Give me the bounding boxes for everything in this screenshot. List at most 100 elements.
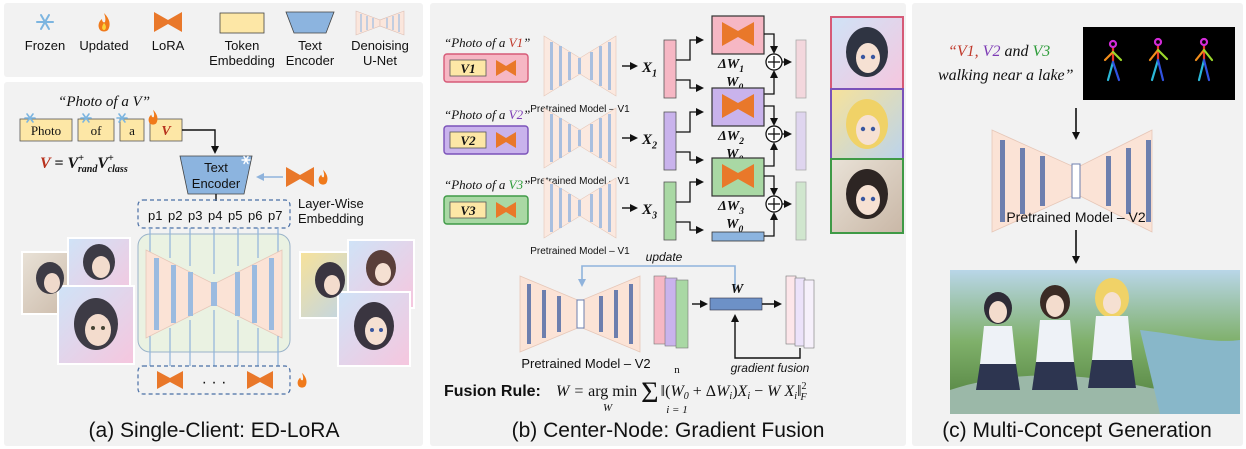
legend-lora-label: LoRA [152,38,185,53]
row-to-dw-arrow [676,36,704,61]
down-arrows [149,228,279,274]
w-matrix [709,297,763,311]
sum-upper-limit: n [674,364,680,376]
embedding-p2: p2 [168,208,182,223]
lora-icon [286,167,314,187]
token-v-label: V [161,124,172,139]
token-embedding-swatch [219,12,265,34]
gradient-fusion-label: gradient fusion [731,361,810,375]
row-dw-to-sum [764,105,778,126]
row-unet-layer [608,114,611,162]
row-unet-layer [608,184,611,232]
row-unet-layer [578,58,581,74]
row-unet-layer [599,188,602,228]
prompt-v3: V3 [1032,43,1050,60]
panel-c-model-label: Pretrained Model – V2 [1006,209,1146,225]
row-unet-layer [550,114,553,162]
row-unet-layer [559,46,562,86]
row-to-w0-arrow [676,221,704,234]
concept-token-label: V3 [460,203,476,218]
panel-b-fusion: update Pretrained Model – V2 W gradient … [444,250,824,442]
model-v2-label: Pretrained Model – V2 [521,356,650,371]
row-unet-layer [578,130,581,146]
lora-icon [154,12,182,32]
token-of [77,118,115,142]
out-stack-1 [785,275,797,345]
anime-face-icon [846,169,888,219]
lora-icon [496,60,516,76]
token-to-encoder-arrow [182,129,219,154]
row-to-dw-arrow [676,178,704,203]
prompt-and: and [1004,43,1029,60]
snowflake-icon [36,14,54,30]
legend-token-label-2: Embedding [209,53,275,68]
embedding-p4: p4 [208,208,222,223]
update-arrow [578,265,736,290]
v2-unet-layers [527,284,633,344]
panel-a-equation: V = V+randV+class [40,153,128,175]
row-x-matrix [663,111,677,171]
character-left [976,292,1020,390]
token-photo-label: Photo [31,123,61,138]
panel-b-caption: (b) Center-Node: Gradient Fusion [512,419,825,442]
lora-icon [157,371,183,389]
row-x-matrix [663,39,677,99]
x-stack-green [675,279,689,349]
text-encoder [179,155,253,195]
output-images-right [299,239,415,367]
unet-layers [154,258,274,330]
row-unet-layer [568,124,571,152]
prompt-v2: V2 [983,43,1001,60]
row-prompt: “Photo of a V3” [444,177,530,192]
row-delta-w-label: ΔW2 [717,129,744,147]
row-model-label: Pretrained Model – V1 [530,176,630,187]
embedding-p5: p5 [228,208,242,223]
up-arrows [149,310,279,366]
token-photo [19,118,73,142]
row-w0-to-sum [764,142,778,167]
panel-a-caption: (a) Single-Client: ED-LoRA [89,419,340,442]
row-unet-layer [568,194,571,222]
row-prompt: “Photo of a V2” [444,107,530,122]
lora-icon [247,371,273,389]
row-w0-to-sum [764,212,778,237]
legend: Frozen Updated LoRA Token Embedding Text… [25,10,409,68]
row-x-label: X1 [641,60,657,80]
x-stack-pink [653,275,667,345]
embedding-p1: p1 [148,208,162,223]
row-unet-layer [608,42,611,90]
row-to-dw-arrow [676,108,704,133]
layer-wise-label-2: Embedding [298,211,364,226]
concept-token-embedding [449,201,487,219]
row-x-label: X3 [641,202,657,222]
row-dw-to-sum [764,175,778,196]
row-to-w0-arrow [676,79,704,92]
sum-lower-limit: i = 1 [666,404,687,416]
row-unet-layer [590,52,593,80]
row-output-matrix [795,39,807,99]
legend-text-label-1: Text [298,38,322,53]
row-model-label: Pretrained Model – V1 [530,246,630,257]
argmin-subscript: W [603,402,613,414]
row-output-matrix [795,181,807,241]
snowflake-icon [241,155,251,165]
panel-c-prompt-line2: walking near a lake” [938,67,1074,84]
anime-face-icon [74,298,118,350]
row-dw-to-sum [764,33,778,54]
panel-a-prompt: “Photo of a V” [58,94,150,110]
c-unet-layers [1000,140,1151,222]
flame-icon [148,109,158,125]
encoder-label-1: Text [204,160,228,175]
lora-icon [722,164,754,188]
flame-icon [297,372,307,388]
anime-face-icon [846,27,888,77]
x-stack-purple [664,277,678,347]
anime-face-icon [846,99,888,149]
row-output-matrix [795,111,807,171]
row-unet-layer [578,200,581,216]
